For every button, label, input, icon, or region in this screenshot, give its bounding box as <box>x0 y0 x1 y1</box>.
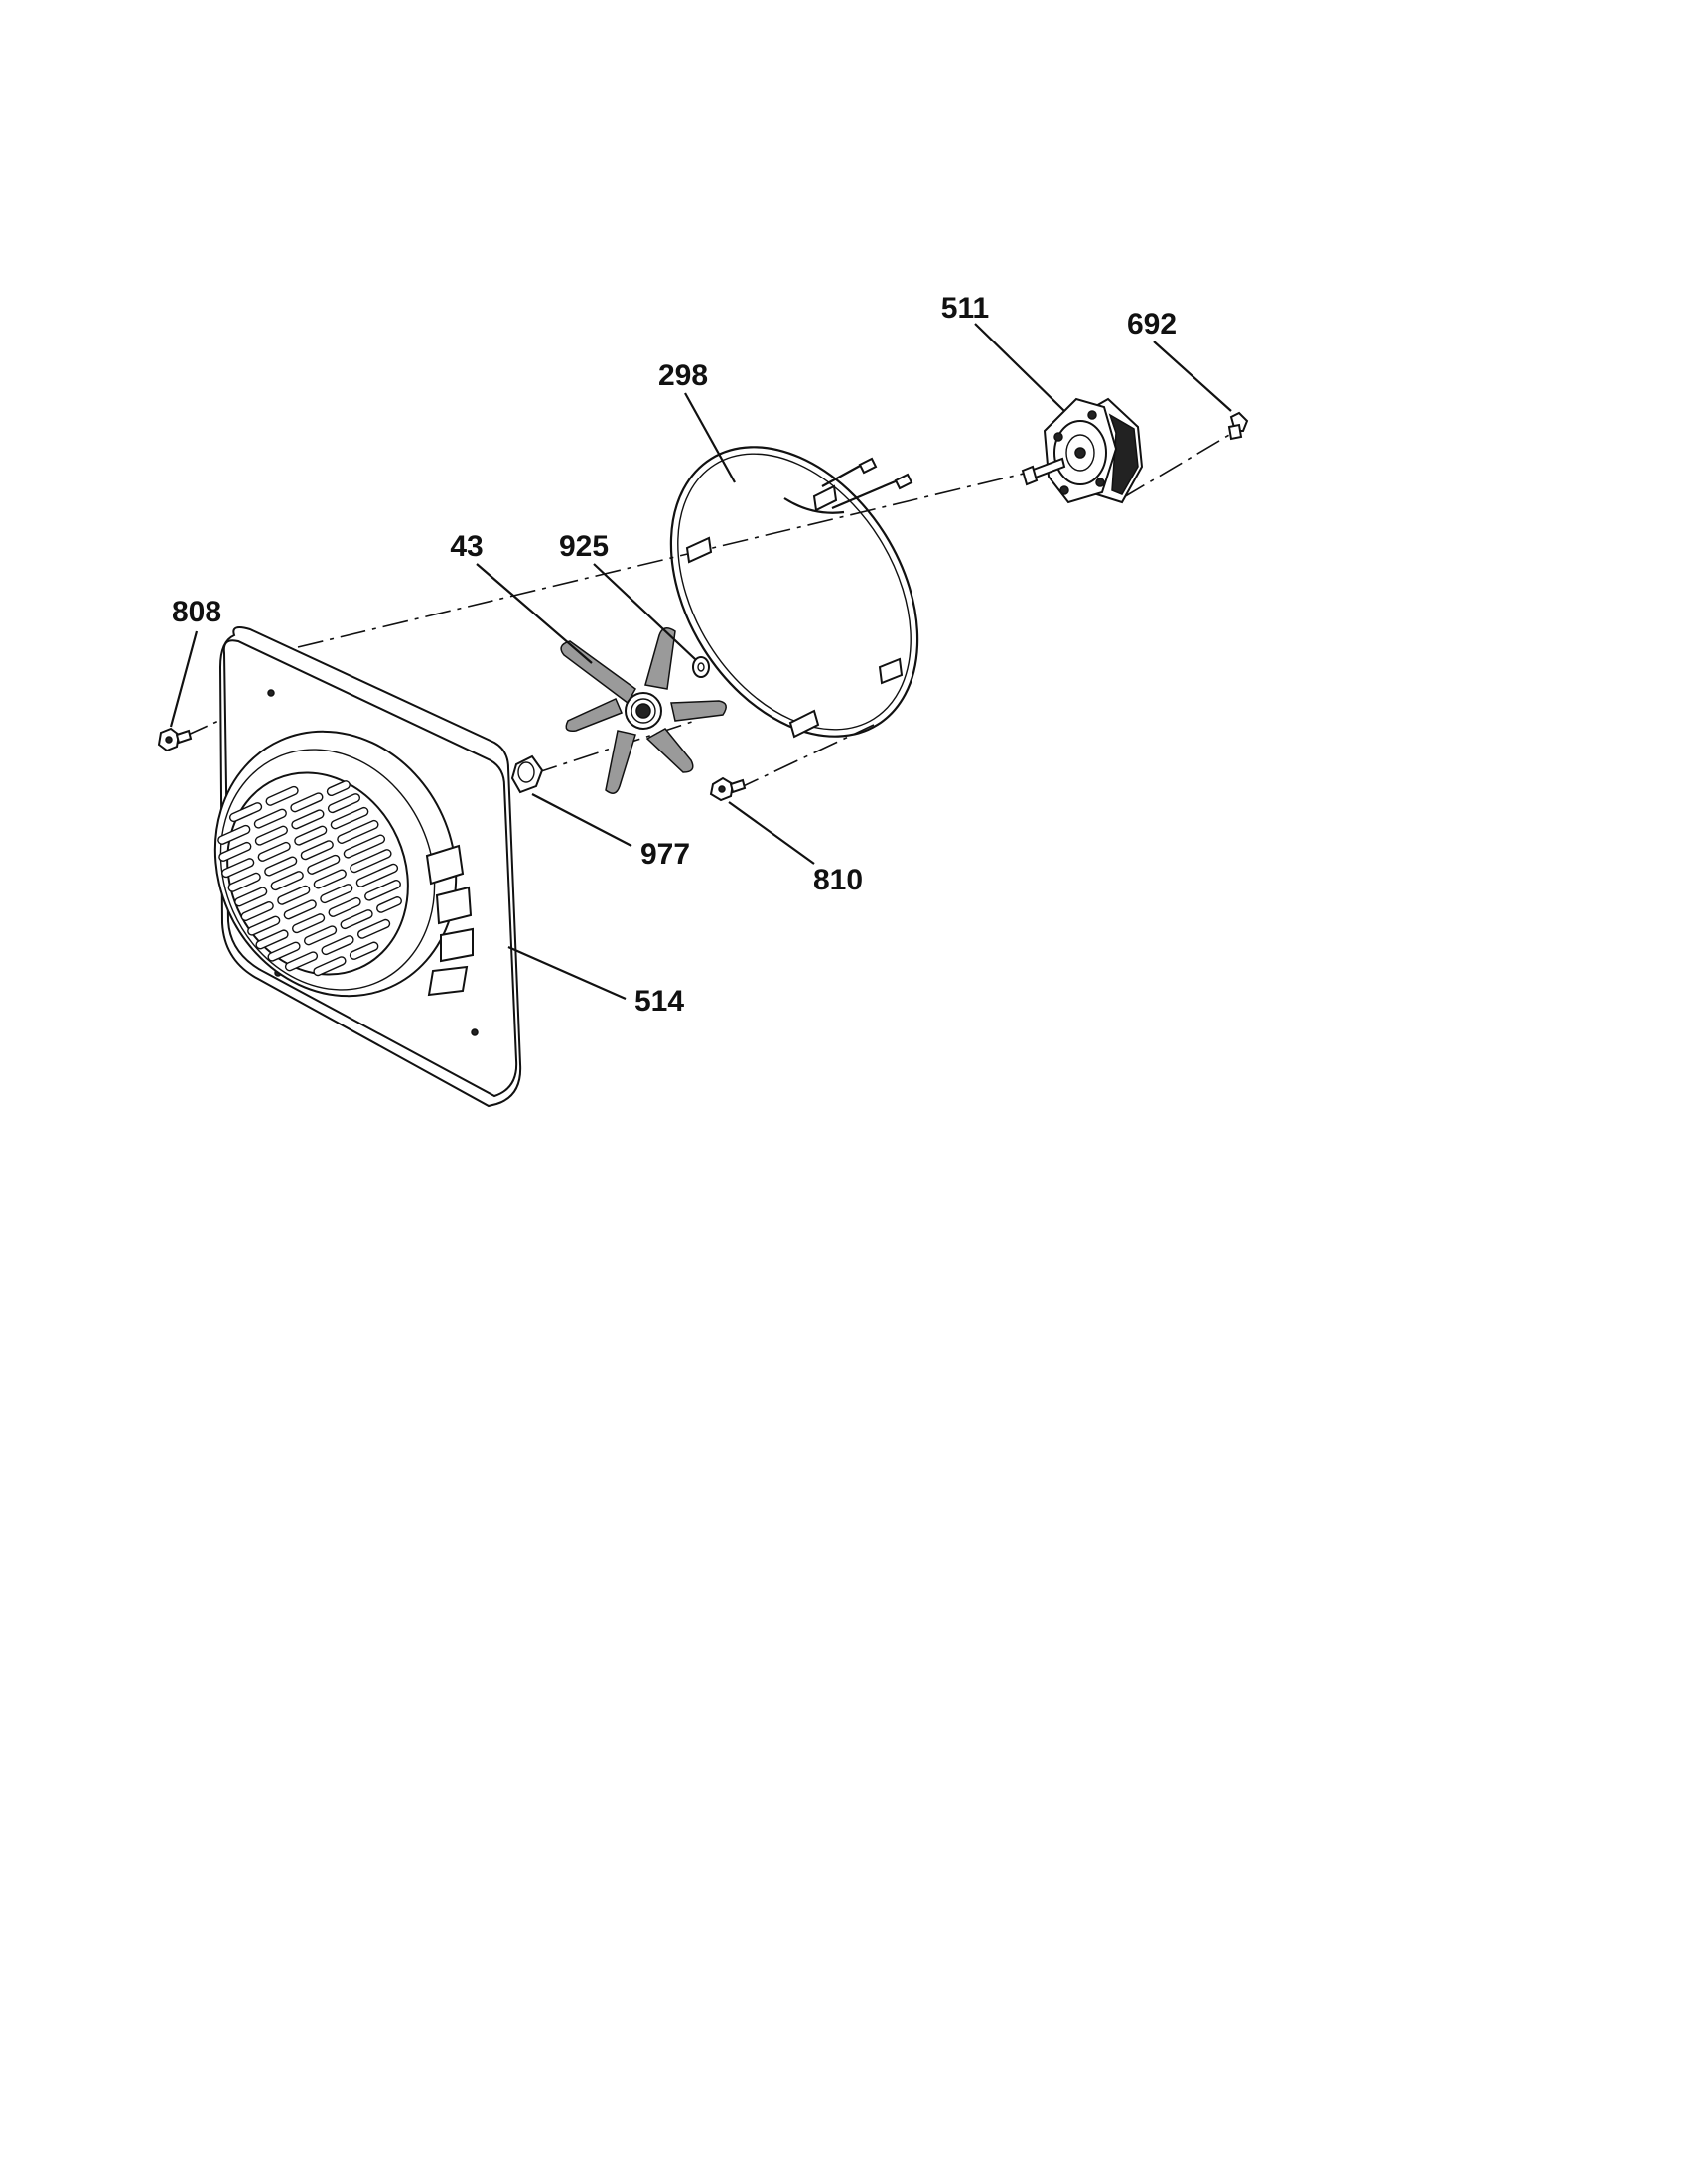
callout-511: 511 <box>941 292 989 325</box>
screw-810 <box>709 776 747 802</box>
spacer-977 <box>510 754 544 794</box>
callout-808: 808 <box>172 596 221 628</box>
washer-925 <box>692 656 710 678</box>
callout-43: 43 <box>450 530 483 563</box>
callout-298: 298 <box>658 359 708 392</box>
fan-cover-panel <box>213 626 522 1108</box>
fan-blade-43 <box>560 627 727 794</box>
fan-motor-511 <box>1021 397 1144 504</box>
callout-labels: 808 43 925 298 511 692 977 810 514 <box>172 292 1177 1018</box>
grille-slots <box>217 780 402 977</box>
screw-692 <box>1227 411 1249 441</box>
callout-810: 810 <box>813 864 863 896</box>
screw-808 <box>157 727 193 752</box>
callout-925: 925 <box>559 530 609 563</box>
callout-692: 692 <box>1127 308 1177 341</box>
alignment-lines <box>183 434 1230 791</box>
heating-element-298 <box>669 446 919 739</box>
callout-514: 514 <box>634 985 684 1018</box>
side-vents <box>425 844 474 997</box>
leader-lines <box>169 323 1232 1001</box>
callout-977: 977 <box>640 838 690 871</box>
